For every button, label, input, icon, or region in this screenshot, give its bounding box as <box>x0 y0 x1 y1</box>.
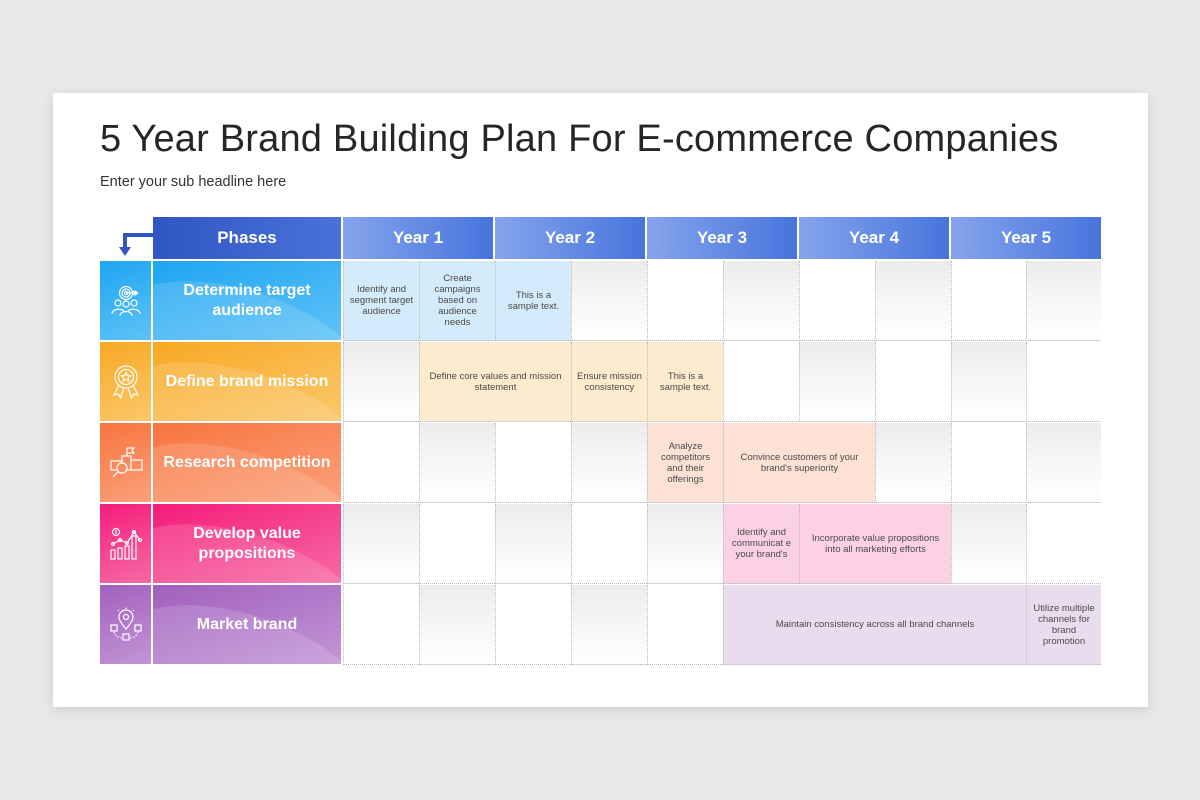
header-year-1: Year 1 <box>343 217 493 259</box>
target-audience-icon <box>110 285 141 316</box>
task-cell: Analyze competitors and their offerings <box>647 423 723 503</box>
task-cell: Create campaigns based on audience needs <box>419 261 495 341</box>
grid-cell <box>343 504 419 584</box>
grid-cell <box>951 504 1026 584</box>
award-badge-icon <box>112 364 139 400</box>
grid-cell <box>799 342 875 422</box>
grid-cell <box>647 585 723 665</box>
market-location-icon <box>109 607 142 641</box>
phase-icon-cell-4 <box>100 504 151 583</box>
competition-research-icon <box>109 446 143 477</box>
header-year-2: Year 2 <box>495 217 645 259</box>
phase-icon-cell-2 <box>100 342 151 421</box>
grid-cell <box>647 504 723 584</box>
phase-icon-cell-1 <box>100 261 151 340</box>
grid-cell <box>723 342 799 422</box>
grid-cell <box>875 342 951 422</box>
value-growth-chart-icon <box>109 527 142 560</box>
grid-cell <box>875 423 951 503</box>
phase-icon-cell-3 <box>100 423 151 502</box>
grid-cell <box>571 585 647 665</box>
grid-cell <box>1026 261 1101 341</box>
task-cell: This is a sample text. <box>495 261 571 341</box>
grid-cell <box>1026 504 1101 584</box>
task-cell: Convince customers of your brand's super… <box>723 423 875 503</box>
page-title: 5 Year Brand Building Plan For E-commerc… <box>100 118 1059 160</box>
grid-cell <box>419 504 495 584</box>
grid-cell <box>343 585 419 665</box>
task-cell: Utilize multiple channels for brand prom… <box>1026 585 1101 665</box>
grid-cell <box>1026 342 1101 422</box>
grid-cell <box>571 504 647 584</box>
header-year-4: Year 4 <box>799 217 949 259</box>
header-phases: Phases <box>153 217 341 259</box>
grid-cell <box>571 261 647 341</box>
phase-label-5: Market brand <box>153 585 341 664</box>
header-year-3: Year 3 <box>647 217 797 259</box>
grid-cell <box>495 585 571 665</box>
grid-cell <box>647 261 723 341</box>
task-cell: Incorporate value propositions into all … <box>799 504 951 584</box>
grid-cell <box>875 261 951 341</box>
grid-cell <box>419 585 495 665</box>
task-cell: Identify and segment target audience <box>343 261 419 341</box>
phase-label-2: Define brand mission <box>153 342 341 421</box>
grid-cell <box>951 423 1026 503</box>
corner-arrow-icon <box>119 233 153 256</box>
grid-cell <box>495 504 571 584</box>
grid-cell <box>571 423 647 503</box>
task-cell: Maintain consistency across all brand ch… <box>723 585 1026 665</box>
phase-label-4: Develop value propositions <box>153 504 341 583</box>
phase-label-3: Research competition <box>153 423 341 502</box>
phase-icon-cell-5 <box>100 585 151 664</box>
phase-label-1: Determine target audience <box>153 261 341 340</box>
grid-cell <box>495 423 571 503</box>
grid-cell <box>343 423 419 503</box>
grid-cell <box>951 342 1026 422</box>
task-cell: Identify and communicat e your brand's <box>723 504 799 584</box>
grid-cell <box>1026 423 1101 503</box>
header-year-5: Year 5 <box>951 217 1101 259</box>
grid-cell <box>419 423 495 503</box>
grid-cell <box>343 342 419 422</box>
page-subtitle: Enter your sub headline here <box>100 174 287 190</box>
task-cell: This is a sample text. <box>647 342 723 422</box>
task-cell: Define core values and mission statement <box>419 342 571 422</box>
grid-cell <box>951 261 1026 341</box>
grid-cell <box>723 261 799 341</box>
grid-cell <box>799 261 875 341</box>
task-cell: Ensure mission consistency <box>571 342 647 422</box>
